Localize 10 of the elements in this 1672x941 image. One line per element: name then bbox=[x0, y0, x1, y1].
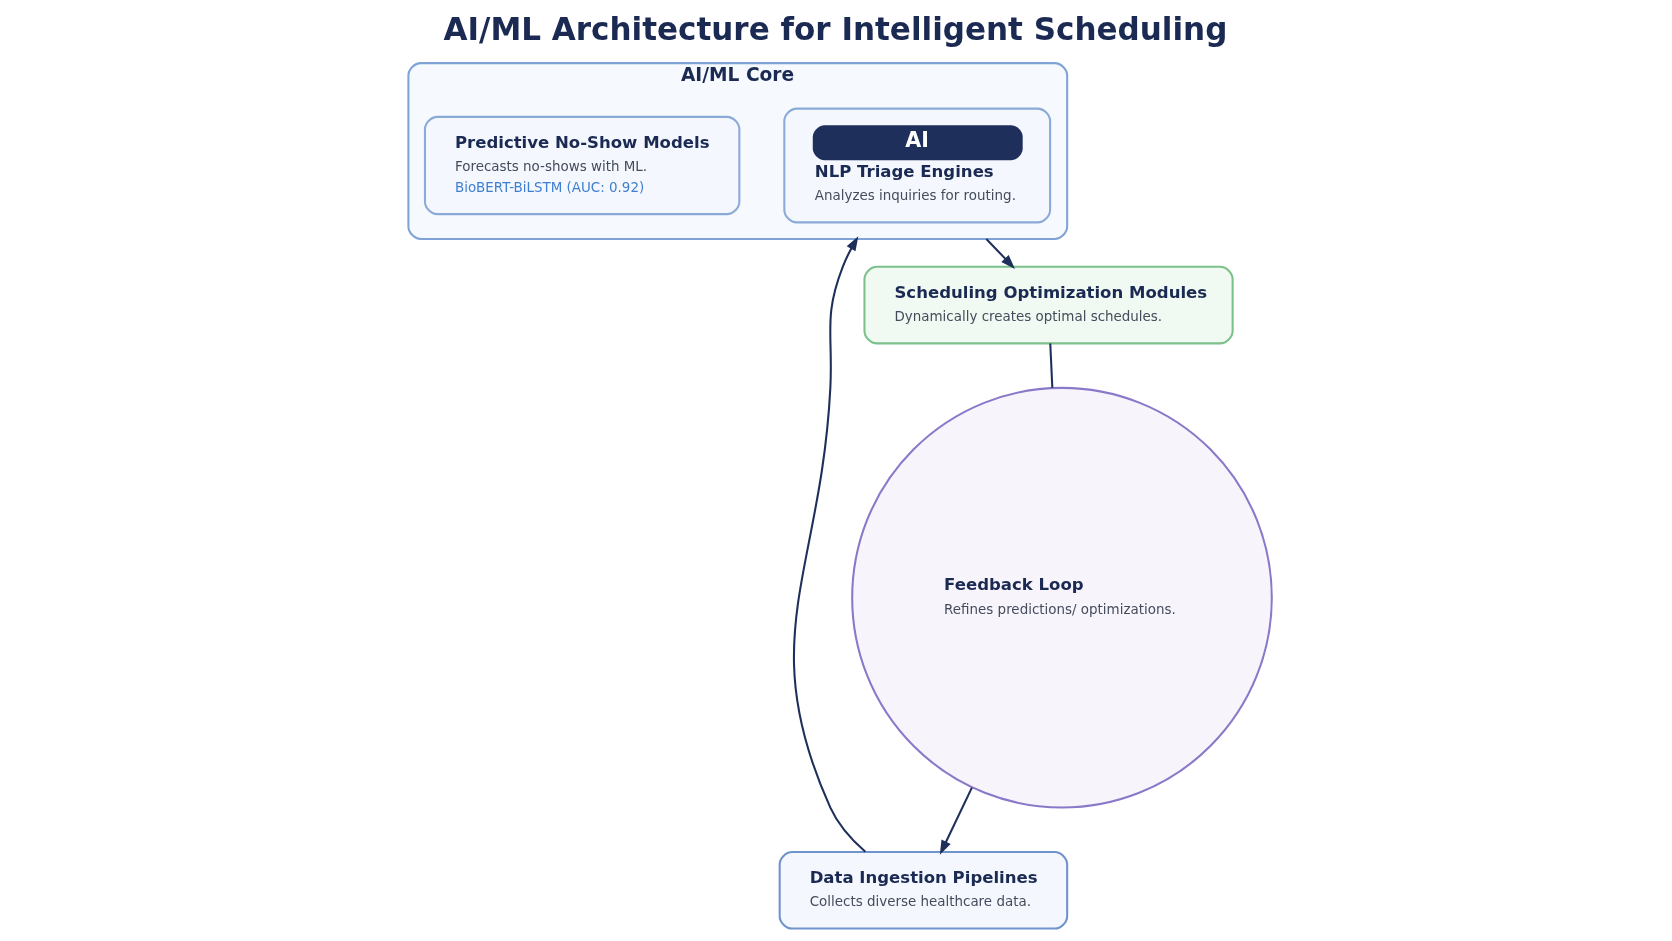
diagram-title: AI/ML Architecture for Intelligent Scheduling bbox=[443, 11, 1228, 48]
connector bbox=[1049, 343, 1054, 388]
arrow bbox=[985, 238, 1015, 269]
arrow bbox=[793, 236, 867, 853]
node-box: Scheduling Optimization Modules Dynamically creates optimal schedules. bbox=[863, 265, 1234, 345]
node-box: Data Ingestion Pipelines Collects diverse healthcare data. bbox=[778, 851, 1069, 930]
node-box: Predictive No-Show Models Forecasts no-shows with ML. BioBERT-BiLSTM (AUC: 0.92) bbox=[423, 115, 741, 216]
node-circle: Feedback Loop Refines predictions/ optimizations. bbox=[851, 386, 1273, 809]
node-box: AI NLP Triage Engines Analyzes inquiries for routing. bbox=[783, 107, 1052, 224]
arrow bbox=[939, 787, 973, 855]
